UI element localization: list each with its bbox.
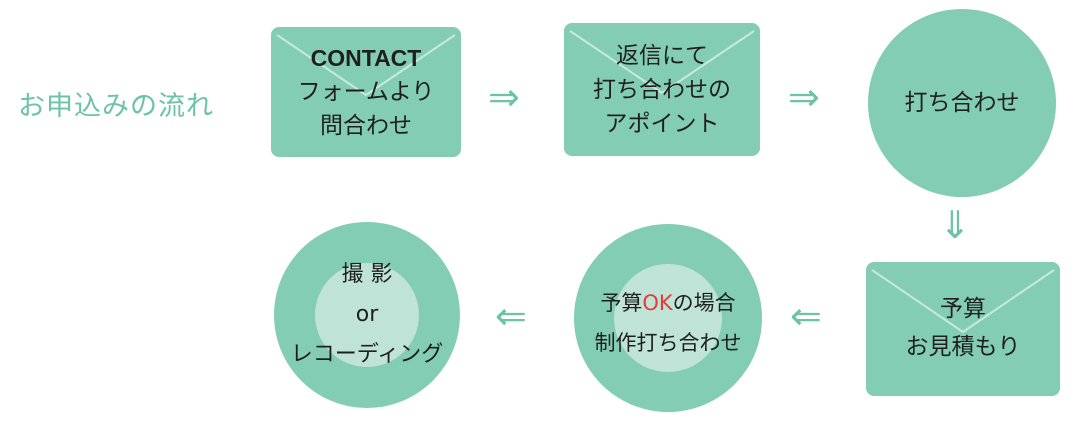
step-appointment-line1: 返信にて — [616, 43, 708, 69]
step-estimate-envelope: 予算 お見積もり — [866, 262, 1060, 396]
ok-highlight: OK — [642, 291, 673, 315]
envelope-icon — [866, 262, 1060, 396]
step-appointment-envelope: 返信にて 打ち合わせの アポイント — [564, 23, 760, 156]
arrow-left-icon: ⇐ — [495, 294, 527, 338]
circle-badge-icon — [574, 224, 762, 412]
step-estimate-line1: 予算 — [940, 296, 986, 322]
step-contact-line2: フォームより — [297, 79, 435, 105]
arrow-down-icon: ⇒ — [933, 208, 978, 240]
step-contact-line3: 問合わせ — [320, 113, 412, 139]
circle-badge-icon — [274, 222, 460, 408]
flow-title: お申込みの流れ — [18, 91, 214, 122]
step-meeting-line1: 打ち合わせ — [904, 90, 1020, 116]
step-estimate-line2: お見積もり — [905, 334, 1021, 360]
step-shooting-line3: レコーディング — [290, 342, 444, 367]
step-appointment-line3: アポイント — [604, 111, 720, 137]
circle-badge-icon — [868, 9, 1056, 197]
step-production-line1-pre: 予算 — [600, 291, 643, 315]
step-contact-line1: CONTACT — [310, 45, 422, 71]
arrow-right-icon: ⇒ — [788, 75, 820, 119]
step-shooting-circle: 撮 影 or レコーディング — [273, 221, 461, 409]
step-appointment-line2: 打ち合わせの — [593, 77, 731, 103]
step-contact-envelope: CONTACT フォームより 問合わせ — [271, 27, 461, 157]
arrow-right-icon: ⇒ — [488, 75, 520, 119]
step-shooting-line2: or — [355, 302, 379, 327]
step-meeting-circle: 打ち合わせ — [867, 8, 1057, 198]
envelope-icon — [271, 27, 461, 157]
step-production-line2: 制作打ち合わせ — [594, 331, 742, 355]
step-production-line1-post: の場合 — [672, 291, 736, 315]
step-production-line1: 予算OKの場合 — [573, 283, 763, 323]
envelope-icon — [564, 23, 760, 156]
step-shooting-line1: 撮 影 — [341, 262, 393, 287]
arrow-left-icon: ⇐ — [790, 294, 822, 338]
step-production-circle: 予算OKの場合 制作打ち合わせ — [573, 223, 763, 413]
